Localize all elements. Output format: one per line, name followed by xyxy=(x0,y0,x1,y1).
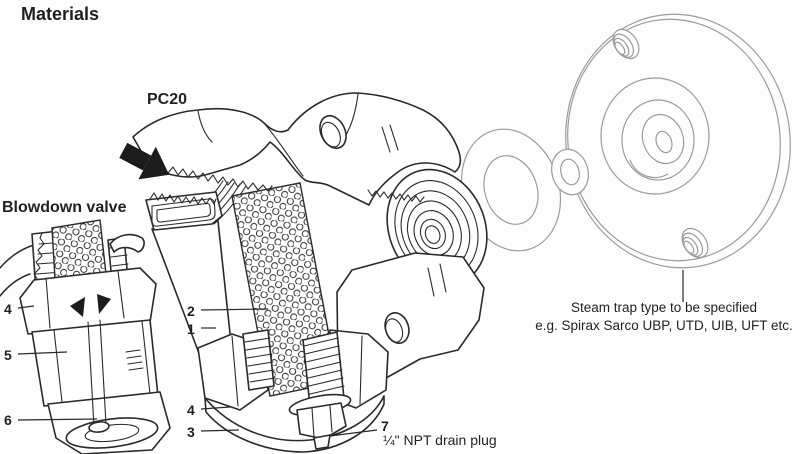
blowdown-valve-label: Blowdown valve xyxy=(2,199,127,216)
blowdown-body xyxy=(31,319,159,407)
callout-pc20-7: 7 xyxy=(381,418,389,434)
blowdown-upper-hex xyxy=(19,267,157,335)
outlet-serration xyxy=(367,189,425,203)
blowdown-valve-drawing xyxy=(0,219,171,454)
leader-pc20-4 xyxy=(200,406,231,410)
gasket-small-drawing xyxy=(551,148,589,196)
top-face-hole xyxy=(319,114,347,150)
drain-plug-label: ¼" NPT drain plug xyxy=(383,432,497,448)
bottom-cap xyxy=(204,395,385,453)
leader-blowdown-4 xyxy=(17,305,35,309)
leader-pc20-3 xyxy=(200,429,240,432)
steam-trap-note-line1: Steam trap type to be specified xyxy=(570,300,758,315)
blowdown-collar xyxy=(109,233,145,253)
drain-plug xyxy=(288,331,352,450)
steam-trap-note-line2: e.g. Spirax Sarco UBP, UTD, UIB, UFT etc… xyxy=(535,317,793,333)
callout-pc20-2: 2 xyxy=(187,303,195,319)
leader-blowdown-6 xyxy=(17,418,98,421)
plate-hole xyxy=(384,312,410,344)
steam-trap-flange-drawing xyxy=(565,13,791,269)
pc20-body-drawing xyxy=(119,92,488,453)
flow-arrow-icon xyxy=(119,142,170,180)
side-thread-stub xyxy=(242,329,276,391)
callout-blowdown-4: 4 xyxy=(4,301,12,317)
flange-bolt-hole-bottom xyxy=(681,227,709,259)
pc20-label: PC20 xyxy=(147,91,188,108)
callout-pc20-1: 1 xyxy=(187,321,195,337)
flange-bolt-hole-top xyxy=(612,28,640,60)
callout-blowdown-5: 5 xyxy=(4,347,12,363)
callout-leader-lines xyxy=(17,305,378,437)
steam-trap-note: Steam trap type to be specified e.g. Spi… xyxy=(528,299,800,334)
callout-blowdown-6: 6 xyxy=(4,412,12,428)
callout-pc20-4: 4 xyxy=(187,402,195,418)
page-title: Materials xyxy=(21,4,100,24)
callout-pc20-3: 3 xyxy=(187,424,195,440)
leader-blowdown-5 xyxy=(17,351,68,355)
leader-pc20-2 xyxy=(200,308,269,311)
leader-pc20-7 xyxy=(329,429,378,437)
